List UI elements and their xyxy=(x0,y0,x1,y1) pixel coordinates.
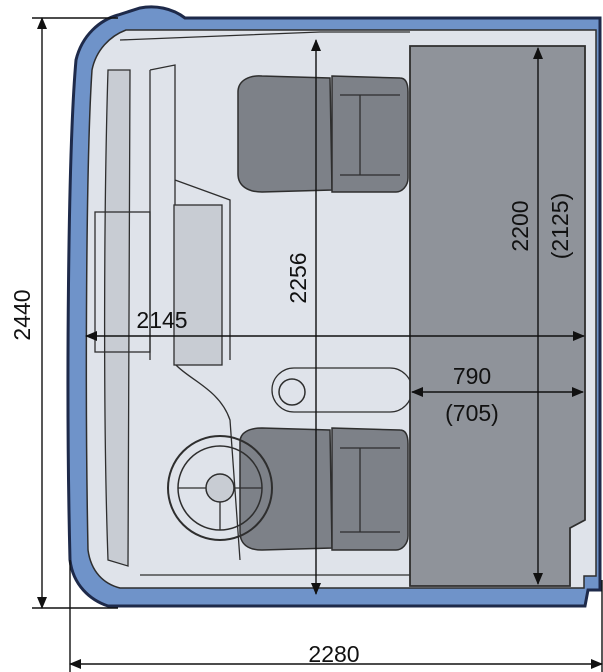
label-cargo-height: 2200 xyxy=(507,200,533,251)
dashboard-panel xyxy=(103,69,131,567)
label-interior-length: 2145 xyxy=(136,307,187,333)
label-cargo-width-alt: (705) xyxy=(445,400,499,426)
steering-wheel xyxy=(167,435,273,541)
upper-trim-line xyxy=(119,31,410,41)
label-cargo-width: 790 xyxy=(453,363,491,389)
label-cargo-height-alt: (2125) xyxy=(547,193,573,259)
dimension-lines xyxy=(32,17,603,672)
centre-console xyxy=(173,204,223,366)
passenger-seat xyxy=(237,75,409,193)
cargo-area xyxy=(409,45,586,587)
label-seat-zone-height: 2256 xyxy=(285,252,311,303)
driver-seat xyxy=(239,427,409,551)
floor-contour-lower xyxy=(175,364,241,561)
label-overall-width: 2280 xyxy=(308,641,359,667)
label-overall-height: 2440 xyxy=(9,289,35,340)
